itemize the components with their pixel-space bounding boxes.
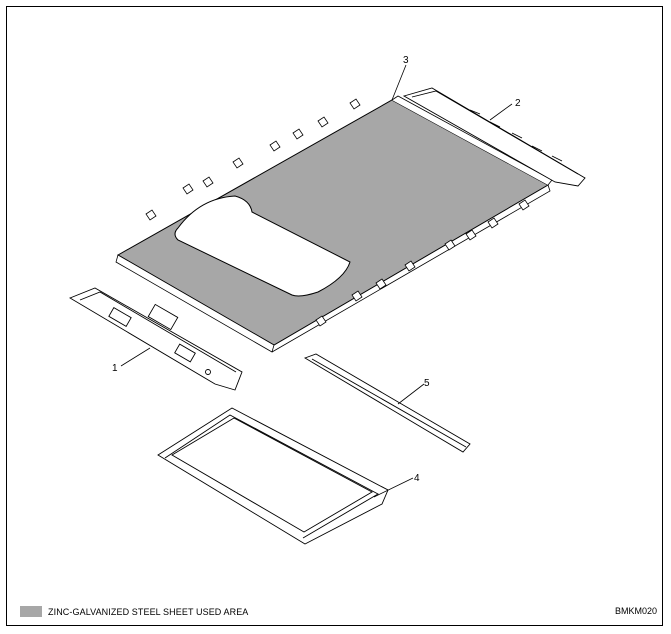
- sunroof-frame: [157, 407, 389, 545]
- legend: ZINC-GALVANIZED STEEL SHEET USED AREA: [20, 606, 248, 617]
- front-roof-header: [68, 287, 243, 391]
- sunroof-opening: [174, 195, 351, 297]
- legend-label: ZINC-GALVANIZED STEEL SHEET USED AREA: [48, 606, 249, 617]
- diagram-frame: [6, 6, 663, 626]
- leader-lines: [120, 64, 513, 498]
- zinc-area-swatch: [20, 606, 42, 617]
- figure-code: BMKM020: [614, 606, 657, 616]
- roof-bow: [303, 353, 471, 453]
- callout-1: 1: [112, 363, 118, 374]
- callout-4: 4: [414, 473, 420, 484]
- roof-panel: [115, 95, 553, 353]
- callout-2: 2: [515, 98, 521, 109]
- roof-clips: [145, 98, 530, 327]
- callout-5: 5: [424, 378, 430, 389]
- rear-roof-header: [402, 87, 586, 187]
- callout-3: 3: [403, 55, 409, 66]
